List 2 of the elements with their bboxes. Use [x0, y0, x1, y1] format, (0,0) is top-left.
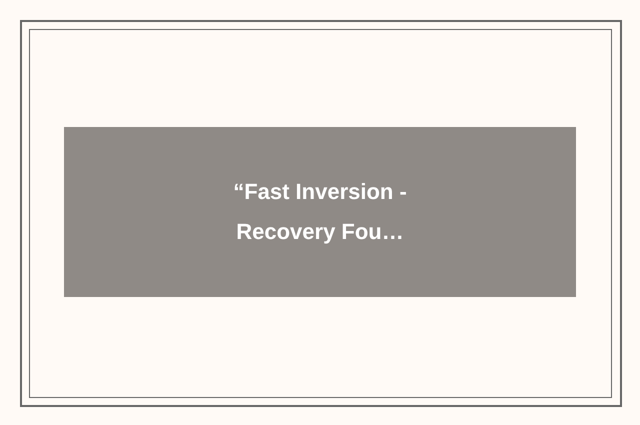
- title-text: “Fast Inversion -Recovery Fou…: [232, 178, 408, 246]
- title-band: [64, 127, 576, 297]
